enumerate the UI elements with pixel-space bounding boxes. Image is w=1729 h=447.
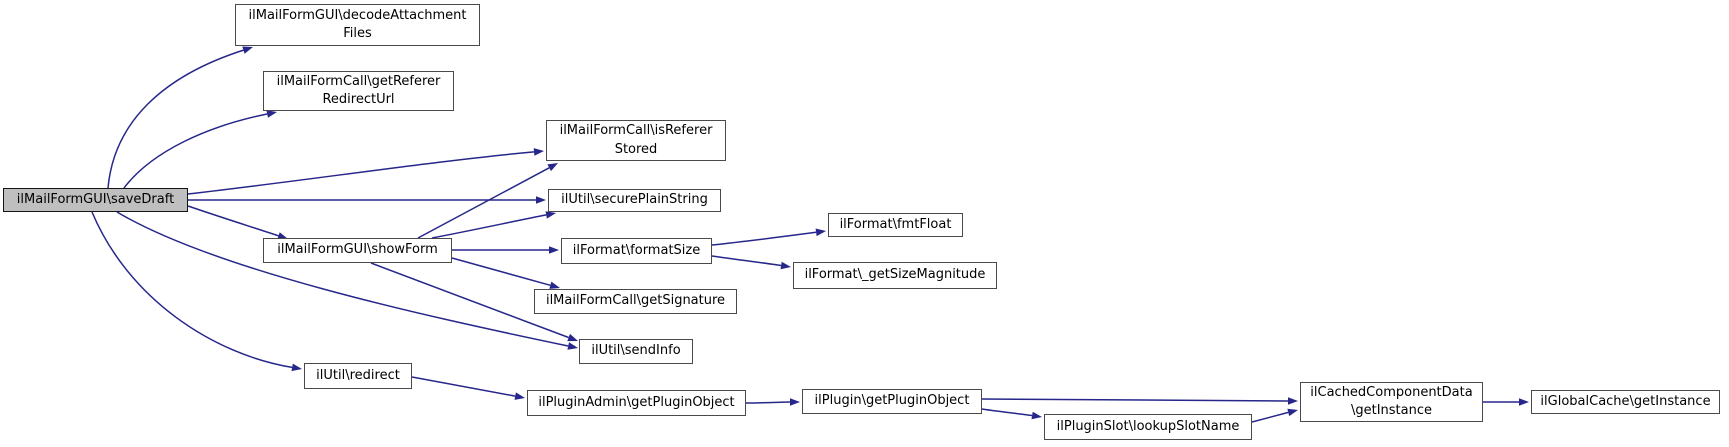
edge-showForm-securePlainString-arrowhead xyxy=(545,211,556,219)
node-formatSize[interactable]: ilFormat\formatSize xyxy=(561,238,712,264)
edge-formatSize-getSizeMagnitude xyxy=(711,255,782,267)
node-securePlainString[interactable]: ilUtil\securePlainString xyxy=(548,189,721,212)
edge-pluginGetPluginObject-cachedComponentDataGetInstance xyxy=(981,398,1289,402)
edge-showForm-formatSize-arrowhead xyxy=(549,246,559,254)
node-fmtFloat-label-line1: ilFormat\fmtFloat xyxy=(839,216,952,232)
node-pluginGetPluginObject-label-line1: ilPlugin\getPluginObject xyxy=(814,393,970,409)
edge-showForm-getSignature-arrowhead xyxy=(549,281,560,289)
node-securePlainString-label-line1: ilUtil\securePlainString xyxy=(561,192,708,208)
node-showForm[interactable]: ilMailFormGUI\showForm xyxy=(263,238,452,263)
node-decodeAttachmentFiles-label-line2: Files xyxy=(343,26,372,41)
node-cachedComponentDataGetInstance-label-line1: ilCachedComponentData xyxy=(1310,384,1473,400)
node-sendInfo-label-line1: ilUtil\sendInfo xyxy=(591,343,681,359)
node-getRefererRedirectUrl-label-line1: ilMailFormCall\getReferer xyxy=(276,73,441,89)
node-pluginGetPluginObject[interactable]: ilPlugin\getPluginObject xyxy=(802,389,982,414)
edge-pluginGetPluginObject-lookupSlotName-arrowhead xyxy=(1031,411,1042,420)
node-getSignature[interactable]: ilMailFormCall\getSignature xyxy=(534,289,737,314)
node-cachedComponentDataGetInstance-label-line2: \getInstance xyxy=(1350,403,1433,418)
node-globalCacheGetInstance[interactable]: ilGlobalCache\getInstance xyxy=(1531,390,1720,414)
node-isRefererStored-label-line2: Stored xyxy=(614,141,658,157)
node-redirect[interactable]: ilUtil\redirect xyxy=(304,363,412,389)
edge-pluginGetPluginObject-lookupSlotName xyxy=(981,408,1033,417)
node-showForm-label-line1: ilMailFormGUI\showForm xyxy=(277,242,438,258)
node-isRefererStored-label-line1: ilMailFormCall\isReferer xyxy=(559,123,713,138)
node-formatSize-label-line1: ilFormat\formatSize xyxy=(572,242,701,258)
node-redirect-label-line1: ilUtil\redirect xyxy=(316,367,400,383)
edge-showForm-securePlainString xyxy=(431,214,547,239)
node-getSizeMagnitude[interactable]: ilFormat\_getSizeMagnitude xyxy=(793,262,997,289)
edge-pluginAdminGetPluginObject-pluginGetPluginObject-arrowhead xyxy=(790,398,800,406)
edge-lookupSlotName-cachedComponentDataGetInstance-arrowhead xyxy=(1287,408,1298,417)
edge-cachedComponentDataGetInstance-globalCacheGetInstance-arrowhead xyxy=(1519,398,1529,406)
edge-saveDraft-redirect xyxy=(91,211,293,369)
edge-saveDraft-showForm xyxy=(187,205,279,237)
edge-showForm-isRefererStored-arrowhead xyxy=(547,163,558,172)
edge-formatSize-getSizeMagnitude-arrowhead xyxy=(780,261,791,270)
node-fmtFloat[interactable]: ilFormat\fmtFloat xyxy=(828,213,963,237)
edge-showForm-sendInfo-arrowhead xyxy=(567,333,578,342)
edge-formatSize-fmtFloat xyxy=(711,231,817,246)
node-decodeAttachmentFiles-label-line1: ilMailFormGUI\decodeAttachment xyxy=(248,7,467,23)
edge-saveDraft-isRefererStored-arrowhead xyxy=(533,148,544,156)
node-saveDraft-label-line1: ilMailFormGUI\saveDraft xyxy=(16,191,175,207)
edge-saveDraft-decodeAttachmentFiles xyxy=(107,49,244,189)
node-cachedComponentDataGetInstance[interactable]: ilCachedComponentData \getInstance xyxy=(1300,382,1483,422)
edge-saveDraft-sendInfo xyxy=(116,211,569,347)
node-getSizeMagnitude-label-line1: ilFormat\_getSizeMagnitude xyxy=(804,267,986,283)
edge-showForm-getSignature xyxy=(451,257,551,287)
node-getRefererRedirectUrl-label-line2: RedirectUrl xyxy=(322,92,395,107)
edge-showForm-isRefererStored xyxy=(417,167,550,239)
edge-saveDraft-redirect-arrowhead xyxy=(291,363,302,372)
edge-redirect-pluginAdminGetPluginObject-arrowhead xyxy=(514,392,525,400)
node-pluginAdminGetPluginObject-label-line1: ilPluginAdmin\getPluginObject xyxy=(538,394,735,410)
node-lookupSlotName[interactable]: ilPluginSlot\lookupSlotName xyxy=(1044,414,1252,440)
edge-formatSize-fmtFloat-arrowhead xyxy=(815,228,826,237)
edge-saveDraft-isRefererStored xyxy=(187,151,535,195)
edge-saveDraft-decodeAttachmentFiles-arrowhead xyxy=(242,46,253,54)
edge-saveDraft-getRefererRedirectUrl-arrowhead xyxy=(266,110,277,118)
node-getSignature-label-line1: ilMailFormCall\getSignature xyxy=(545,293,726,309)
edge-lookupSlotName-cachedComponentDataGetInstance xyxy=(1251,411,1289,423)
edge-pluginAdminGetPluginObject-pluginGetPluginObject xyxy=(745,401,791,404)
node-lookupSlotName-label-line1: ilPluginSlot\lookupSlotName xyxy=(1056,418,1240,434)
edge-saveDraft-getRefererRedirectUrl xyxy=(123,113,268,189)
edge-saveDraft-securePlainString-arrowhead xyxy=(536,196,546,204)
node-pluginAdminGetPluginObject[interactable]: ilPluginAdmin\getPluginObject xyxy=(527,390,746,416)
node-saveDraft: ilMailFormGUI\saveDraft xyxy=(3,188,188,212)
node-globalCacheGetInstance-label-line1: ilGlobalCache\getInstance xyxy=(1540,393,1711,409)
edge-pluginGetPluginObject-cachedComponentDataGetInstance-arrowhead xyxy=(1288,397,1298,405)
edge-saveDraft-sendInfo-arrowhead xyxy=(567,342,578,350)
node-sendInfo[interactable]: ilUtil\sendInfo xyxy=(579,339,693,364)
edge-redirect-pluginAdminGetPluginObject xyxy=(411,376,516,397)
